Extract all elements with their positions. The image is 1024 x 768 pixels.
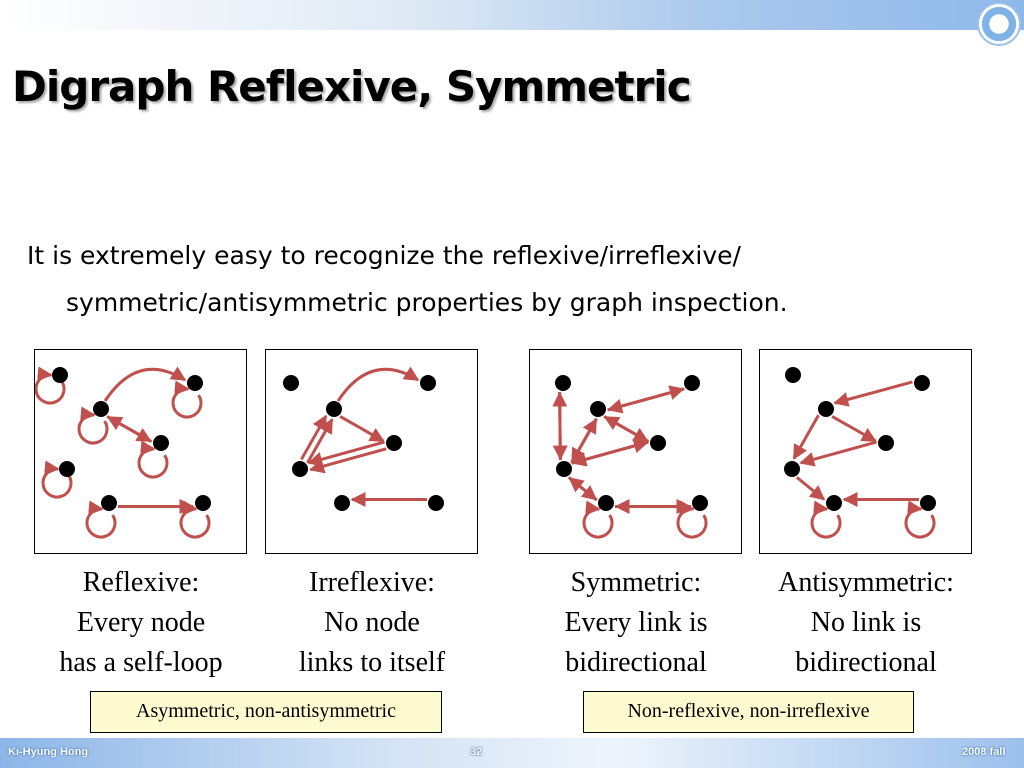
graph-node [785, 367, 801, 383]
non-reflexive-note-box: Non-reflexive, non-irreflexive [583, 691, 914, 733]
graph-node [195, 495, 211, 511]
graph-node [818, 401, 834, 417]
header-band [0, 0, 1024, 30]
caption-line: No node [324, 607, 420, 638]
self-loop-arrow [137, 440, 169, 479]
graph-node [590, 401, 606, 417]
graph-node [784, 461, 800, 477]
edge-arrow [339, 415, 385, 443]
graph-node [93, 401, 109, 417]
edge-arrow [309, 447, 387, 474]
caption-line: Every link is [564, 607, 708, 638]
antisymmetric-caption: Antisymmetric: No link is bidirectional [751, 563, 981, 683]
antisymmetric-graph [784, 367, 936, 539]
curved-edge-arrow [103, 366, 187, 402]
self-loop-arrow [85, 500, 117, 539]
edge-arrow [306, 418, 334, 464]
irreflexive-graph-panel [265, 349, 478, 554]
symmetric-graph [552, 375, 708, 539]
edge-arrow [795, 476, 826, 501]
edge-arrow [607, 387, 685, 414]
self-loop-arrow [904, 500, 936, 539]
symmetric-caption: Symmetric: Every link is bidirectional [521, 563, 751, 683]
graph-node [555, 375, 571, 391]
self-loop-arrow [676, 500, 708, 539]
irreflexive-graph [283, 366, 444, 511]
edge-arrow [833, 380, 913, 407]
graph-node [153, 435, 169, 451]
graph-node [187, 375, 203, 391]
body-line-2: symmetric/antisymmetric properties by gr… [66, 288, 788, 317]
caption-line: No link is [810, 607, 922, 638]
caption-line: Every node [76, 607, 206, 638]
footer-author: Ki-Hyung Hong [8, 746, 89, 758]
footer-term: 2008 fall [962, 746, 1006, 758]
caption-line: bidirectional [565, 647, 707, 678]
graph-node [101, 495, 117, 511]
university-logo-icon [977, 2, 1021, 46]
graph-node [52, 367, 68, 383]
graph-node [598, 495, 614, 511]
self-loop-arrow [810, 500, 842, 539]
graph-node [826, 495, 842, 511]
graph-node [428, 495, 444, 511]
graph-node [292, 461, 308, 477]
irreflexive-caption: Irreflexive: No node links to itself [257, 563, 487, 683]
asymmetric-note-box: Asymmetric, non-antisymmetric [90, 691, 442, 733]
graph-node [386, 435, 402, 451]
self-loop-arrow [77, 406, 109, 445]
caption-line: links to itself [298, 647, 446, 678]
edge-arrow [552, 391, 568, 461]
footer-band: Ki-Hyung Hong 32 2008 fall [0, 738, 1024, 768]
edge-arrow [106, 415, 153, 443]
edge-arrow [831, 415, 877, 443]
body-line-1: It is extremely easy to recognize the re… [27, 241, 741, 270]
caption-line: Reflexive: [82, 567, 200, 598]
caption-line: Irreflexive: [309, 567, 435, 598]
graph-node [650, 435, 666, 451]
caption-line: Antisymmetric: [778, 567, 954, 598]
graph-node [334, 495, 350, 511]
self-loop-arrow [171, 380, 203, 419]
self-loop-arrow [41, 460, 73, 499]
slide-title: Digraph Reflexive, Symmetric [12, 62, 692, 111]
graph-node [59, 461, 75, 477]
antisymmetric-graph-panel [759, 349, 972, 554]
edge-arrow [568, 476, 598, 502]
caption-line: Symmetric: [570, 567, 702, 598]
graph-node [914, 375, 930, 391]
caption-line: has a self-loop [59, 647, 223, 678]
graph-node [326, 401, 342, 417]
self-loop-arrow [35, 366, 66, 405]
graph-node [420, 375, 436, 391]
graph-node [920, 495, 936, 511]
graph-node [556, 461, 572, 477]
symmetric-graph-panel [529, 349, 742, 554]
edge-arrow [799, 440, 877, 467]
reflexive-graph-panel [34, 349, 247, 554]
edge-arrow [603, 415, 650, 443]
edge-arrow [792, 414, 820, 460]
footer-page-number: 32 [470, 746, 483, 758]
graph-node [684, 375, 700, 391]
curved-edge-arrow [336, 366, 420, 402]
body-text: It is extremely easy to recognize the re… [27, 232, 1007, 326]
reflexive-caption: Reflexive: Every node has a self-loop [26, 563, 256, 683]
graph-node [283, 375, 299, 391]
graph-node [692, 495, 708, 511]
self-loop-arrow [582, 500, 614, 539]
graph-node [878, 435, 894, 451]
edge-arrow [570, 417, 598, 464]
self-loop-arrow [179, 500, 211, 539]
caption-line: bidirectional [795, 647, 937, 678]
reflexive-graph [35, 366, 211, 539]
edge-arrow [300, 414, 328, 461]
